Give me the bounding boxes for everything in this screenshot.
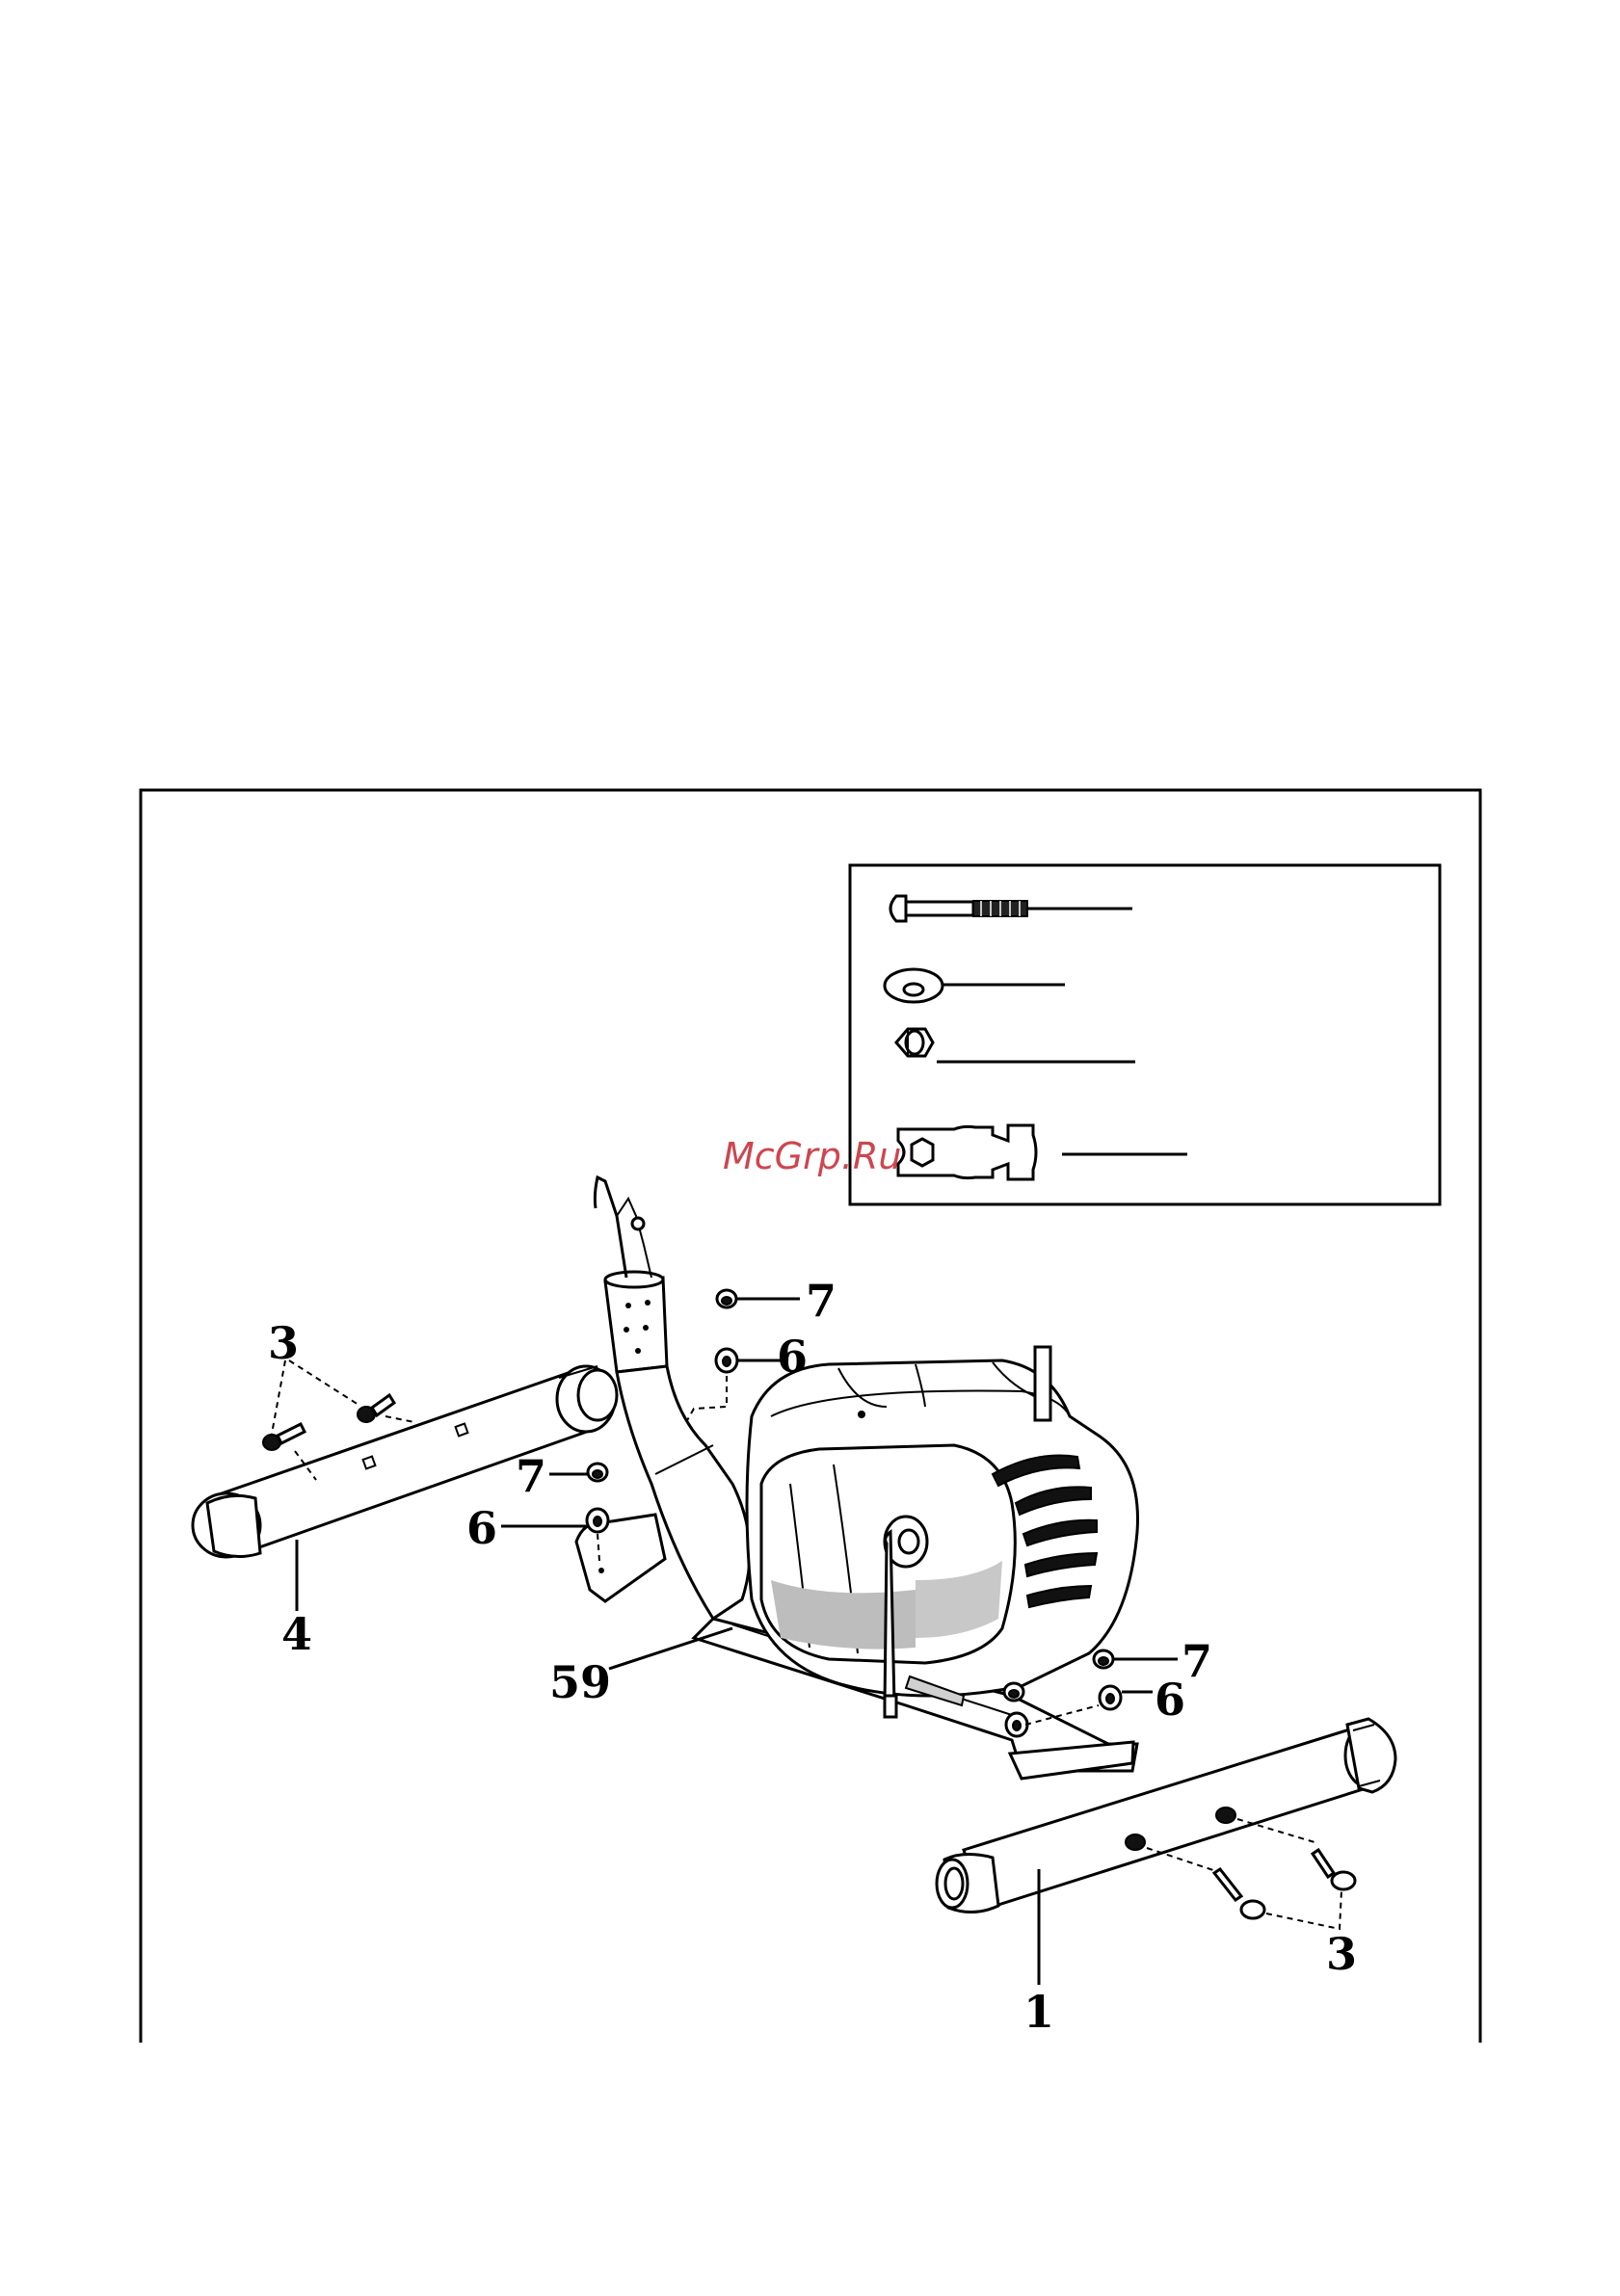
callout-rear-bolts: 3 — [1326, 1928, 1357, 1980]
callout-front-bolts: 3 — [268, 1317, 299, 1369]
washer-top — [716, 1349, 737, 1372]
front-bolt-left — [263, 1424, 305, 1450]
nut-left — [588, 1464, 607, 1481]
rear-bolt-right — [1313, 1850, 1355, 1889]
washer-right — [1100, 1686, 1121, 1709]
callout-main-frame: 59 — [549, 1656, 611, 1708]
nut-right-lower — [1004, 1683, 1023, 1701]
nut-right — [1094, 1650, 1113, 1668]
nut-top — [717, 1290, 736, 1307]
callout-washer-top: 6 — [777, 1331, 808, 1383]
flywheel-housing — [747, 1347, 1138, 1717]
washer-right-lower — [1006, 1713, 1027, 1736]
callout-washer-left: 6 — [466, 1502, 497, 1554]
washer-icon — [885, 969, 943, 1002]
front-stabilizer — [193, 1366, 617, 1557]
rear-bolt-left — [1214, 1869, 1264, 1918]
callout-washer-right: 6 — [1155, 1674, 1185, 1726]
wrench-icon — [898, 1125, 1036, 1179]
watermark-text: McGrp.Ru — [723, 1135, 901, 1177]
callout-rear-stabilizer: 1 — [1023, 1986, 1054, 2038]
callout-nut-left: 7 — [516, 1450, 546, 1502]
callout-nut-right: 7 — [1182, 1635, 1212, 1687]
hardware-legend — [850, 865, 1440, 1204]
callout-front-stabilizer: 4 — [281, 1608, 312, 1660]
callout-nut-top: 7 — [806, 1275, 837, 1327]
rear-stabilizer — [937, 1719, 1395, 1913]
front-bolt-right — [358, 1395, 394, 1422]
washer-left — [587, 1509, 608, 1532]
